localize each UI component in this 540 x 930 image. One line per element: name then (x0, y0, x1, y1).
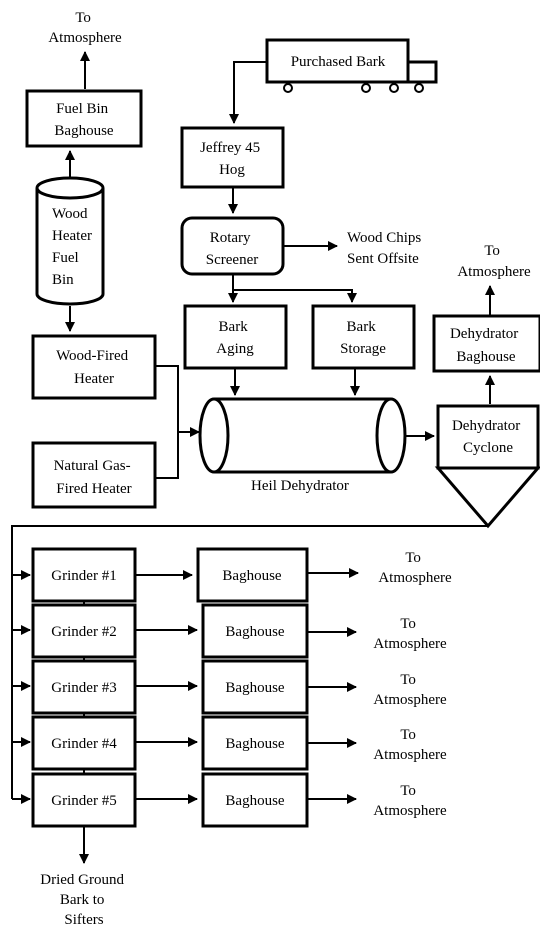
wood-fired-heater-label: Wood-Fired Heater (56, 348, 132, 387)
wood-fired-heater-box (31, 334, 157, 400)
grinder-5-label: Grinder #5 (51, 793, 116, 809)
dehydrator-to-atmosphere-label: To Atmosphere (457, 243, 531, 280)
grinder-2-label: Grinder #2 (51, 624, 116, 640)
dehydrator-cyclone-label: Dehydrator Cyclone (452, 418, 524, 456)
baghouse-2-label: Baghouse (225, 624, 285, 640)
dehydrator-baghouse-label: Dehydrator Baghouse (450, 326, 522, 365)
bark-storage-label: Bark Storage (340, 319, 386, 357)
grinder-row-4: Grinder #4 Baghouse To Atmosphere (12, 715, 447, 771)
wood-heater-fuel-bin-label: Wood Heater Fuel Bin (52, 206, 96, 288)
natural-gas-heater-label: Natural Gas- Fired Heater (54, 458, 135, 497)
baghouse-1-label: Baghouse (222, 568, 282, 584)
dehydrator-baghouse-box (432, 314, 540, 373)
baghouse-3-box (201, 659, 309, 715)
wood-chips-output-label: Wood Chips Sent Offsite (347, 230, 425, 267)
grinder-row-1: Grinder #1 Baghouse To Atmosphere (12, 547, 452, 603)
bark-storage-box (311, 304, 416, 370)
cyclone-to-grinders-line (11, 525, 488, 799)
grinder-4-label: Grinder #4 (51, 736, 117, 752)
grinder-1-label: Grinder #1 (51, 568, 116, 584)
fuel-bin-baghouse-box (25, 89, 143, 148)
fuel-bin-baghouse-label: Fuel Bin Baghouse (54, 101, 114, 139)
grinder-row-5: Grinder #5 Baghouse To Atmosphere (12, 772, 447, 828)
grinder-5-to-atmosphere-label: To Atmosphere (373, 783, 447, 819)
grinder-3-box (31, 659, 137, 715)
dried-ground-bark-output-label: Dried Ground Bark to Sifters (40, 872, 127, 928)
natural-gas-heater-box (31, 441, 157, 509)
purchased-bark-to-hog-arrow (229, 61, 267, 124)
bark-aging-label: Bark Aging (216, 319, 254, 357)
grinder-3-to-atmosphere-label: To Atmosphere (373, 672, 447, 708)
jeffrey-hog-label: Jeffrey 45 Hog (200, 140, 264, 178)
dehydrator-cyclone (434, 404, 540, 529)
heaters-connector (155, 365, 179, 479)
heil-dehydrator-drum (198, 397, 407, 474)
baghouse-4-label: Baghouse (225, 736, 285, 752)
grinder-4-to-atmosphere-label: To Atmosphere (373, 727, 447, 763)
baghouse-2-box (201, 603, 309, 659)
grinder-1-to-atmosphere-label: To Atmosphere (378, 550, 452, 586)
purchased-bark-label: Purchased Bark (291, 54, 386, 70)
grinder-3-label: Grinder #3 (51, 680, 116, 696)
fuel-bin-to-atmosphere-label: To Atmosphere (48, 10, 122, 46)
baghouse-1-box (196, 547, 309, 603)
heil-dehydrator-label: Heil Dehydrator (251, 478, 349, 494)
truck-icon (283, 60, 438, 93)
baghouse-4-box (201, 715, 309, 771)
screener-to-storage-arrow (233, 289, 357, 303)
wood-heater-fuel-bin-cylinder (35, 176, 105, 306)
grinder-row-2: Grinder #2 Baghouse To Atmosphere (12, 603, 447, 659)
rotary-screener-label: Rotary Screener (206, 230, 258, 268)
jeffrey-hog-box (180, 126, 285, 189)
purchased-bark-box (265, 38, 410, 84)
bark-aging-box (183, 304, 288, 370)
baghouse-5-label: Baghouse (225, 793, 285, 809)
grinder-row-3: Grinder #3 Baghouse To Atmosphere (12, 659, 447, 715)
baghouse-3-label: Baghouse (225, 680, 285, 696)
grinder-2-to-atmosphere-label: To Atmosphere (373, 616, 447, 652)
